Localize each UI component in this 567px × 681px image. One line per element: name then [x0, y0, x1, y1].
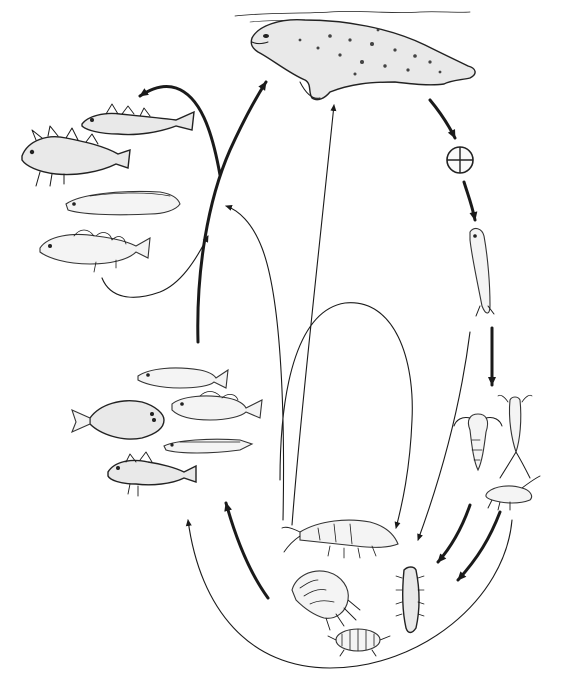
arrow-benthos-to-small-fish	[226, 503, 268, 598]
arrow-egg-to-larva	[464, 182, 475, 220]
cod-small-icon	[172, 392, 262, 421]
shrimp-icon	[282, 520, 398, 558]
redfish-icon	[82, 104, 194, 135]
zooplankton-group	[454, 395, 540, 510]
benthos-group	[282, 520, 424, 656]
copepod-2-icon	[498, 395, 532, 478]
eelpout-icon	[66, 192, 180, 215]
arrow-benthos-to-seal	[292, 105, 334, 525]
sculpin-large-icon	[22, 126, 130, 186]
copepod-icon	[454, 414, 502, 470]
sculpin-small-icon	[108, 452, 196, 496]
cod-large-icon	[40, 230, 150, 272]
amphipod-icon	[292, 571, 360, 630]
amphipod-small-icon	[486, 476, 540, 510]
arrow-small-fish-to-seal	[198, 82, 266, 342]
arrow-loop-benthos	[280, 303, 412, 528]
large-fish-group	[22, 104, 194, 272]
ringed-seal-icon	[251, 20, 475, 100]
egg-icon	[447, 147, 473, 173]
arrow-zooplankton-to-benthos-left	[438, 505, 470, 562]
strong-arrows	[140, 82, 500, 598]
arrow-larva-to-benthos	[418, 332, 470, 540]
arrow-seal-to-egg	[430, 100, 455, 138]
gunnel-icon	[164, 439, 252, 453]
fish-larva-icon	[470, 229, 494, 316]
isopod-icon	[328, 629, 390, 656]
herring-icon	[138, 368, 228, 388]
small-fish-group	[72, 368, 262, 496]
flounder-icon	[72, 401, 164, 439]
polychaete-worm-icon	[396, 567, 424, 633]
water-surface	[235, 11, 470, 22]
arrow-benthos-to-large-fish	[226, 206, 284, 520]
